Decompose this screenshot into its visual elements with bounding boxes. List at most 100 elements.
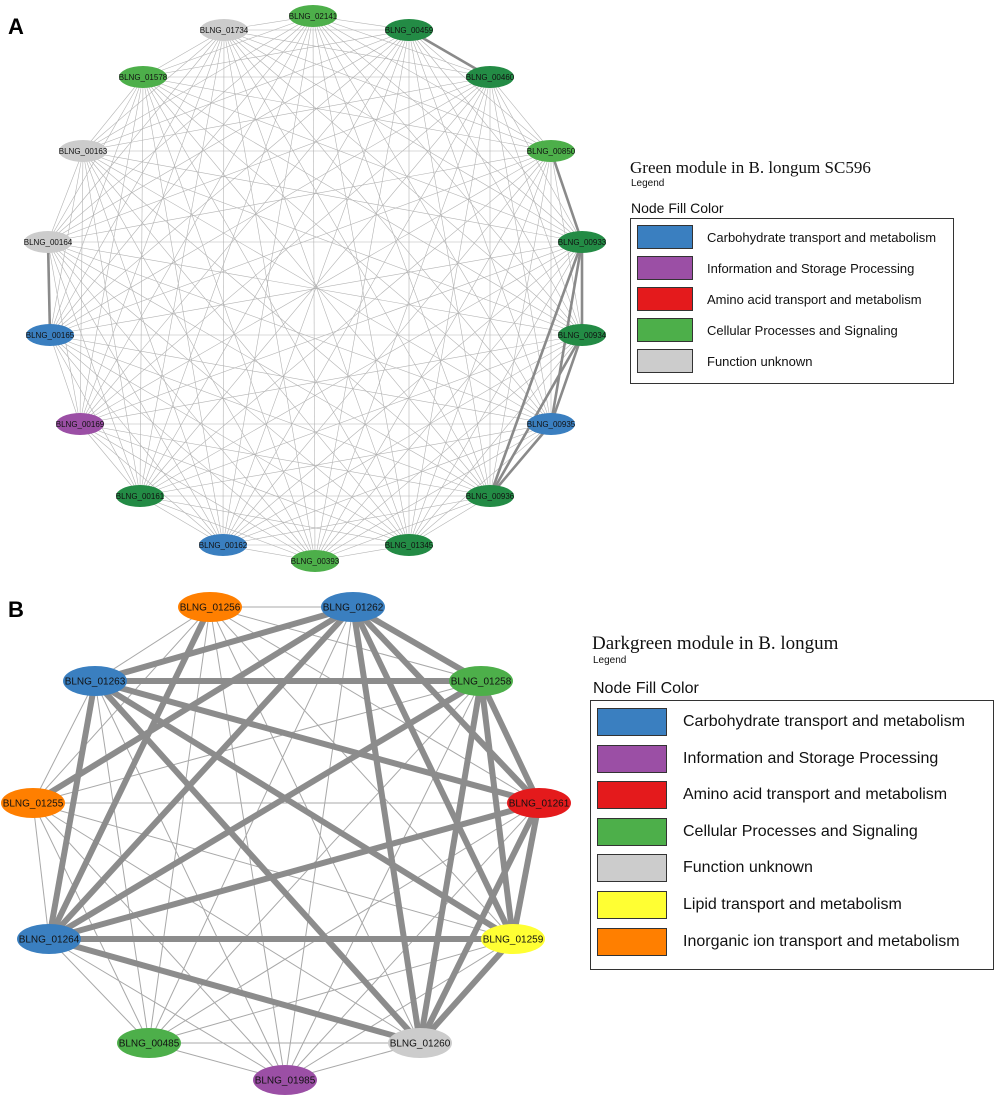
node-BLNG_01261[interactable]: BLNG_01261 [507,788,571,818]
strong-edge-BLNG_00935-BLNG_00936 [489,423,552,497]
strong-edge-BLNG_01262-BLNG_01258 [351,604,483,684]
legend-item: Cellular Processes and Signaling [637,317,898,343]
node-label: BLNG_01258 [451,677,512,688]
node-BLNG_00934[interactable]: BLNG_00934 [558,324,607,346]
node-BLNG_01985[interactable]: BLNG_01985 [253,1065,317,1095]
edge-BLNG_00936-BLNG_00162 [222,495,491,546]
node-ellipse [527,140,575,162]
node-BLNG_00163[interactable]: BLNG_00163 [59,140,108,162]
strong-edge-BLNG_01258-BLNG_01259 [478,680,516,940]
node-ellipse [558,324,606,346]
legend-heading-a: Node Fill Color [631,200,724,216]
legend-swatch [597,927,667,956]
edge-BLNG_00165-BLNG_01578 [49,76,144,336]
edge-BLNG_00935-BLNG_01578 [142,76,552,425]
strong-edge-BLNG_01261-BLNG_01260 [417,801,542,1045]
node-ellipse [199,534,247,556]
strong-edge-BLNG_01261-BLNG_01263 [94,678,540,806]
node-BLNG_00393[interactable]: BLNG_00393 [291,550,340,572]
edge-BLNG_01345-BLNG_00164 [47,241,410,546]
legend-item: Information and Storage Processing [637,255,914,281]
node-BLNG_02141[interactable]: BLNG_02141 [289,5,338,27]
edge-BLNG_00393-BLNG_00161 [139,495,316,562]
legend-label: Amino acid transport and metabolism [683,786,948,804]
node-BLNG_01263[interactable]: BLNG_01263 [63,666,127,696]
node-BLNG_01258[interactable]: BLNG_01258 [449,666,513,696]
strong-edge-BLNG_01262-BLNG_01264 [46,604,356,942]
edge-BLNG_00936-BLNG_00393 [314,495,491,562]
thick-edges-a [46,28,584,497]
node-ellipse [200,19,248,41]
node-label: BLNG_00936 [466,492,515,501]
node-BLNG_01255[interactable]: BLNG_01255 [1,788,65,818]
node-BLNG_00850[interactable]: BLNG_00850 [527,140,576,162]
legend-label: Information and Storage Processing [683,749,939,767]
edge-BLNG_02141-BLNG_00936 [312,15,491,497]
node-ellipse [17,924,81,954]
node-BLNG_00165[interactable]: BLNG_00165 [26,324,75,346]
edge-BLNG_00933-BLNG_01578 [142,76,583,243]
node-label: BLNG_00162 [199,541,248,550]
module-title-darkgreen: Darkgreen module in B. longum [592,633,839,654]
node-label: BLNG_00163 [59,147,108,156]
panel-letter-b: B [8,597,24,622]
legend-item: Function unknown [637,348,813,374]
edge-BLNG_00162-BLNG_00164 [47,241,224,546]
node-BLNG_01259[interactable]: BLNG_01259 [481,924,545,954]
node-BLNG_00459[interactable]: BLNG_00459 [385,19,434,41]
edge-BLNG_00933-BLNG_00169 [79,241,583,425]
legend-item: Amino acid transport and metabolism [637,286,922,312]
node-ellipse [321,592,385,622]
legend-label: Inorganic ion transport and metabolism [683,932,960,950]
node-BLNG_01260[interactable]: BLNG_01260 [388,1028,452,1058]
strong-edge-BLNG_01264-BLNG_01263 [46,680,98,940]
edge-BLNG_00850-BLNG_00169 [79,150,552,425]
node-BLNG_00460[interactable]: BLNG_00460 [466,66,515,88]
node-BLNG_00485[interactable]: BLNG_00485 [117,1028,181,1058]
node-BLNG_01256[interactable]: BLNG_01256 [178,592,242,622]
node-label: BLNG_01259 [483,935,544,946]
node-BLNG_01734[interactable]: BLNG_01734 [200,19,249,41]
node-BLNG_00162[interactable]: BLNG_00162 [199,534,248,556]
node-BLNG_01264[interactable]: BLNG_01264 [17,924,81,954]
edge-BLNG_00162-BLNG_00169 [79,423,224,546]
node-BLNG_01578[interactable]: BLNG_01578 [119,66,168,88]
edge-BLNG_02141-BLNG_00169 [79,15,314,425]
node-ellipse [119,66,167,88]
edge-BLNG_00459-BLNG_00393 [314,29,410,562]
node-ellipse [178,592,242,622]
node-label: BLNG_01264 [19,935,80,946]
legend-swatch [597,854,667,883]
module-title-green: Green module in B. longum SC596 [630,158,871,177]
edge-BLNG_00460-BLNG_01345 [408,76,491,546]
edge-BLNG_02141-BLNG_00933 [312,15,583,243]
node-BLNG_01345[interactable]: BLNG_01345 [385,534,434,556]
edge-BLNG_01258-BLNG_01255 [32,680,482,804]
legend-label: Function unknown [707,353,813,369]
legend-label: Function unknown [683,859,813,877]
network-b: BLNG_01262BLNG_01258BLNG_01261BLNG_01259… [1,592,571,1095]
edge-BLNG_00164-BLNG_01734 [47,29,225,243]
edge-BLNG_00933-BLNG_00393 [314,241,583,562]
node-BLNG_00161[interactable]: BLNG_00161 [116,485,165,507]
edge-BLNG_00169-BLNG_01578 [79,76,144,425]
edge-BLNG_00393-BLNG_00164 [47,241,316,562]
edge-BLNG_01345-BLNG_00163 [82,150,410,546]
edge-BLNG_00165-BLNG_01734 [49,29,225,336]
edge-BLNG_00460-BLNG_00169 [79,76,491,425]
edge-BLNG_00934-BLNG_00164 [47,241,583,336]
node-label: BLNG_00485 [119,1039,180,1050]
legend-swatch [597,744,667,773]
legend-item: Cellular Processes and Signaling [597,817,918,847]
node-BLNG_00935[interactable]: BLNG_00935 [527,413,576,435]
edge-BLNG_00934-BLNG_00393 [314,334,583,562]
node-BLNG_01262[interactable]: BLNG_01262 [321,592,385,622]
strong-edge-BLNG_01259-BLNG_01260 [417,937,516,1045]
node-BLNG_00933[interactable]: BLNG_00933 [558,231,607,253]
edge-BLNG_00933-BLNG_00162 [222,241,583,546]
node-BLNG_00164[interactable]: BLNG_00164 [24,231,73,253]
node-BLNG_00169[interactable]: BLNG_00169 [56,413,105,435]
node-BLNG_00936[interactable]: BLNG_00936 [466,485,515,507]
edge-BLNG_00162-BLNG_00165 [49,334,224,546]
